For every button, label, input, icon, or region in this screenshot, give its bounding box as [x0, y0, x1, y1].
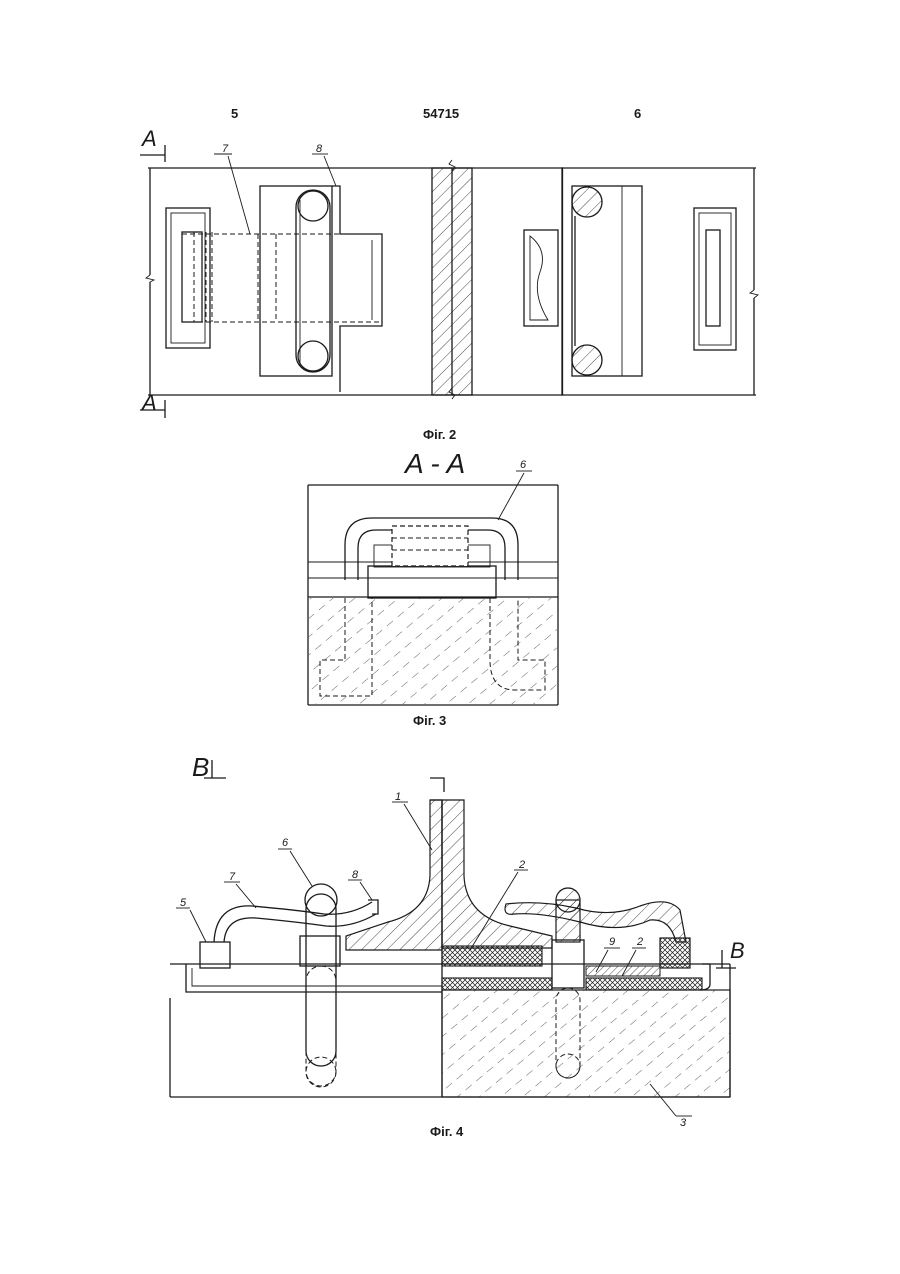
fig2-section-mark-top: A	[142, 126, 157, 152]
fig2-label-7: 7	[222, 143, 229, 155]
fig4-label-5: 5	[180, 897, 187, 909]
fig4-label-3: 3	[680, 1117, 687, 1129]
fig3-label-6: 6	[520, 459, 527, 471]
fig4-section-mark-right: B	[730, 938, 745, 964]
fig2-caption: Фіг. 2	[423, 427, 456, 442]
fig4-label-1: 1	[395, 791, 401, 803]
fig4-label-6: 6	[282, 837, 289, 849]
fig4-label-2-right: 2	[636, 936, 643, 948]
fig4-drawing: 1 2 2 9 3 5 6 7 8	[170, 760, 736, 1129]
fig3-caption: Фіг. 3	[413, 713, 446, 728]
fig2-label-8: 8	[316, 143, 323, 155]
fig4-caption: Фіг. 4	[430, 1124, 463, 1139]
fig4-label-8: 8	[352, 869, 359, 881]
fig4-label-7: 7	[229, 871, 236, 883]
fig4-section-mark-left: B	[192, 752, 209, 783]
fig4-label-9: 9	[609, 936, 615, 948]
fig2-section-mark-bottom: A	[142, 390, 157, 416]
fig4-label-2-top: 2	[518, 859, 525, 871]
fig3-drawing: 6	[308, 459, 558, 705]
fig3-section-title: A - A	[405, 448, 465, 480]
fig2-drawing: 7 8	[140, 143, 758, 418]
